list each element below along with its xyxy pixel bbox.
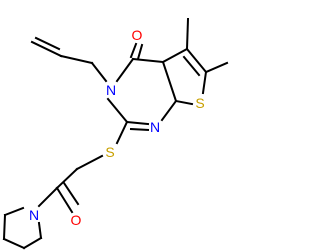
bond-c6-s (201, 70, 208, 95)
bond-c5-c6-double (182, 55, 201, 77)
ring-n1-label: N (150, 119, 160, 135)
ring-sulfur-label: S (195, 95, 204, 111)
bond-ch2-co (55, 167, 79, 190)
bond-c4-n3 (115, 57, 135, 83)
bond-n-c2p (37, 221, 43, 240)
molecule-structure-diagram: O N N S S O N (2, 17, 229, 250)
bond-lines (2, 17, 229, 250)
bond-n3-ch2 (90, 61, 108, 83)
bond-c2-n1-double (129, 127, 150, 132)
bond-c3p-c4p (2, 237, 26, 250)
bond-c7a-c4a (161, 60, 178, 103)
thioether-sulfur-label: S (105, 144, 114, 160)
bond-c4p-c5p (2, 213, 7, 241)
bond-n1-c7a (160, 99, 178, 122)
amide-oxygen-label: O (71, 212, 82, 228)
bond-c2-s (115, 120, 129, 145)
bond-co-o (55, 186, 74, 214)
bond-ch2-ch (59, 54, 94, 65)
ring-oxygen-label: O (132, 27, 143, 43)
bond-c5-methyl (185, 17, 190, 51)
bond-s-c7a (174, 99, 194, 106)
bond-s-ch2 (75, 154, 104, 171)
bond-c2-n1 (125, 120, 150, 126)
bond-c5p-c6p (3, 206, 25, 217)
bond-c4-o-double (136, 43, 144, 61)
bond-c4a-c5 (161, 47, 189, 64)
bond-ch-ch2 (30, 40, 63, 58)
bond-co-o-double (62, 181, 80, 206)
atom-labels: O N N S S O N (29, 27, 205, 228)
ring-n3-label: N (106, 82, 116, 98)
bond-c2p-c3p (22, 236, 43, 250)
bond-c4-o (129, 42, 138, 59)
bond-n3-c2 (106, 97, 129, 124)
piperidine-nitrogen-label: N (29, 207, 39, 223)
bond-c6-methyl (204, 61, 229, 74)
bond-c5-c6 (185, 47, 208, 74)
bond-ch-ch2-double (34, 36, 61, 51)
bond-co-n (37, 186, 59, 208)
